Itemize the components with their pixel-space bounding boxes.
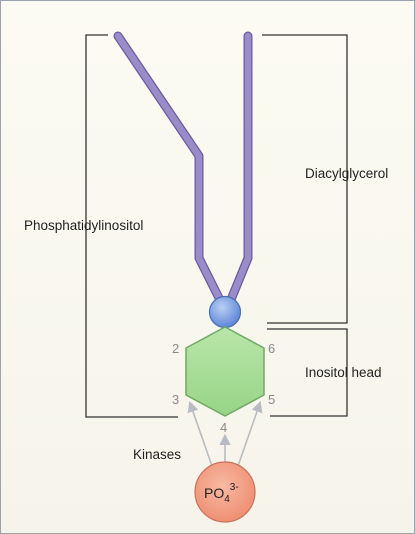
inositol-head-bracket [267, 328, 348, 417]
diacylglycerol-label: Diacylglycerol [305, 166, 388, 181]
ring-position-5: 5 [268, 392, 275, 407]
fatty-acid-tails [113, 31, 253, 307]
phosphate-ball [194, 461, 256, 523]
kinase-arrows [187, 400, 263, 467]
phosphate-label: PO43- [204, 482, 239, 505]
ring-position-6: 6 [268, 341, 275, 356]
phosphatidylinositol-label: Phosphatidylinositol [24, 218, 143, 233]
ring-position-2: 2 [172, 341, 179, 356]
inositol-head-label: Inositol head [305, 365, 382, 380]
glycerol-ball [208, 295, 242, 329]
arrow-to-3 [187, 400, 213, 467]
inositol-ring [185, 326, 265, 417]
ring-position-3: 3 [172, 392, 179, 407]
arrow-to-5 [237, 400, 263, 467]
phosphatidylinositol-bracket [85, 34, 178, 418]
ring-position-4: 4 [220, 420, 227, 435]
kinases-label: Kinases [133, 447, 181, 462]
diacylglycerol-bracket [262, 34, 348, 324]
